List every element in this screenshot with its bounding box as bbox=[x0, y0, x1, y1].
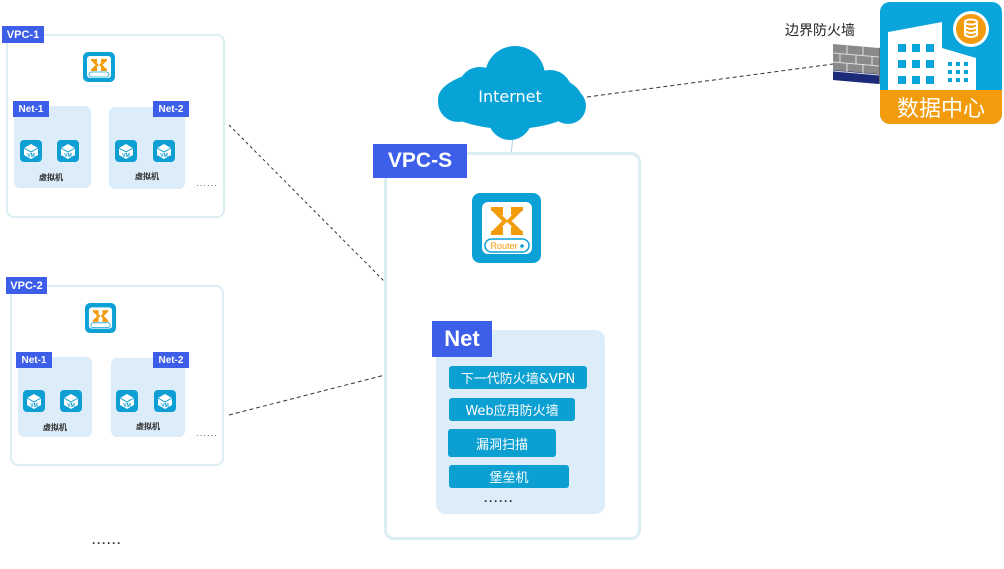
vpc-s-net-tag: Net bbox=[432, 321, 492, 357]
border-firewall-label: 边界防火墙 bbox=[785, 23, 855, 39]
vpc-2-router[interactable] bbox=[85, 303, 116, 333]
vm-caption: 虚拟机 bbox=[135, 172, 159, 181]
vm-icon[interactable]: VM bbox=[153, 140, 175, 162]
svg-text:VM: VM bbox=[123, 403, 131, 409]
vpc-2-net-2-tag: Net-2 bbox=[153, 352, 189, 368]
svg-text:VM: VM bbox=[67, 403, 75, 409]
vm-icon[interactable]: VM bbox=[154, 390, 176, 412]
svg-text:VM: VM bbox=[30, 403, 38, 409]
vm-icon[interactable]: VM bbox=[60, 390, 82, 412]
building-icon bbox=[880, 11, 1002, 124]
vpc-2-net-1-tag: Net-1 bbox=[16, 352, 52, 368]
more-vpcs-indicator: ······ bbox=[92, 536, 122, 550]
service-ngfw-vpn[interactable]: 下一代防火墙&VPN bbox=[449, 366, 587, 389]
router-icon: Router bbox=[481, 202, 532, 254]
vm-icon[interactable]: VM bbox=[23, 390, 45, 412]
vm-icon[interactable]: VM bbox=[116, 390, 138, 412]
svg-text:VM: VM bbox=[27, 153, 35, 159]
service-bastion[interactable]: 堡垒机 bbox=[449, 465, 569, 488]
service-waf[interactable]: Web应用防火墙 bbox=[449, 398, 575, 421]
router-icon bbox=[87, 56, 111, 78]
svg-text:VM: VM bbox=[161, 403, 169, 409]
vm-icon[interactable]: VM bbox=[115, 140, 137, 162]
vpc-1-net-2-tag: Net-2 bbox=[153, 101, 189, 117]
svg-text:VM: VM bbox=[64, 153, 72, 159]
datacenter-icon[interactable]: 数据中心 bbox=[880, 2, 1002, 124]
router-icon bbox=[88, 307, 113, 329]
internet-cloud-icon[interactable] bbox=[430, 44, 590, 144]
service-vuln-scan[interactable]: 漏洞扫描 bbox=[448, 429, 556, 457]
vm-icon[interactable]: VM bbox=[20, 140, 42, 162]
svg-text:VM: VM bbox=[122, 153, 130, 159]
vpc-1-net-1-tag: Net-1 bbox=[13, 101, 49, 117]
vpc-s-router[interactable]: Router bbox=[472, 193, 541, 263]
more-nets-indicator: ······ bbox=[196, 181, 218, 190]
vpc-s-tag: VPC-S bbox=[373, 144, 467, 178]
vpc-1-tag: VPC-1 bbox=[2, 26, 44, 43]
svg-text:Router: Router bbox=[490, 241, 517, 251]
svg-text:VM: VM bbox=[160, 153, 168, 159]
internet-label: Internet bbox=[478, 87, 542, 106]
vm-icon[interactable]: VM bbox=[57, 140, 79, 162]
more-services-indicator: ······ bbox=[484, 494, 514, 508]
vpc-1-router[interactable] bbox=[83, 52, 115, 82]
vpc-2-tag: VPC-2 bbox=[6, 277, 47, 294]
link-vpc2-vpcs bbox=[228, 374, 386, 416]
vm-caption: 虚拟机 bbox=[43, 423, 67, 432]
more-nets-indicator: ······ bbox=[196, 431, 218, 440]
vm-caption: 虚拟机 bbox=[136, 422, 160, 431]
datacenter-label: 数据中心 bbox=[896, 97, 985, 122]
vm-caption: 虚拟机 bbox=[39, 173, 63, 182]
link-internet-firewall bbox=[586, 63, 834, 98]
link-vpc1-vpcs bbox=[228, 124, 386, 283]
